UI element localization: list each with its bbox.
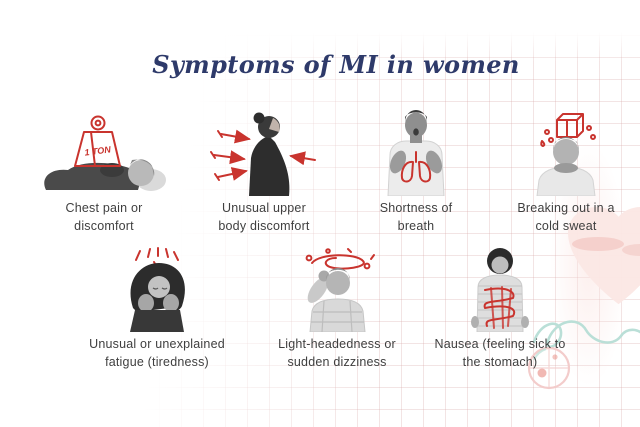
heart-watermark bbox=[567, 207, 640, 305]
person-dizzy-swirl-icon bbox=[305, 248, 375, 332]
woman-profile-with-arrows-icon bbox=[210, 112, 316, 196]
woman-with-ice-cube-icon bbox=[536, 113, 596, 196]
caption-cold-sweat: Breaking out in a cold sweat bbox=[517, 201, 615, 233]
symptom-item-breath: Shortness of breath bbox=[341, 110, 491, 235]
caption-breath: Shortness of breath bbox=[379, 201, 453, 233]
caption-dizziness: Light-headedness or sudden dizziness bbox=[278, 337, 396, 369]
person-lying-with-ton-weight-icon: 1 TON bbox=[44, 115, 166, 191]
tired-woman-head-on-hands-icon bbox=[130, 247, 185, 332]
teal-squiggle-decoration bbox=[532, 320, 640, 349]
caption-nausea: Nausea (feeling sick to the stomach) bbox=[434, 337, 566, 369]
symptom-item-nausea: Nausea (feeling sick to the stomach) bbox=[425, 246, 575, 371]
person-hands-on-chest-lungs-icon bbox=[387, 110, 445, 196]
symptom-item-dizziness: Light-headedness or sudden dizziness bbox=[262, 246, 412, 371]
woman-stomach-scribble-icon bbox=[471, 248, 529, 332]
symptom-item-cold-sweat: Breaking out in a cold sweat bbox=[491, 110, 640, 235]
symptom-item-chest-pain: 1 TON Chest pain or discomfort bbox=[29, 110, 179, 235]
pink-circle-decoration bbox=[527, 346, 571, 390]
page-title: Symptoms of MI in women bbox=[152, 50, 520, 79]
caption-chest-pain: Chest pain or discomfort bbox=[65, 201, 143, 233]
caption-fatigue: Unusual or unexplained fatigue (tirednes… bbox=[89, 337, 225, 369]
caption-upper-body: Unusual upper body discomfort bbox=[218, 201, 310, 233]
symptom-item-upper-body: Unusual upper body discomfort bbox=[189, 110, 339, 235]
one-ton-label: 1 TON bbox=[84, 144, 112, 157]
symptom-item-fatigue: Unusual or unexplained fatigue (tirednes… bbox=[82, 246, 232, 371]
